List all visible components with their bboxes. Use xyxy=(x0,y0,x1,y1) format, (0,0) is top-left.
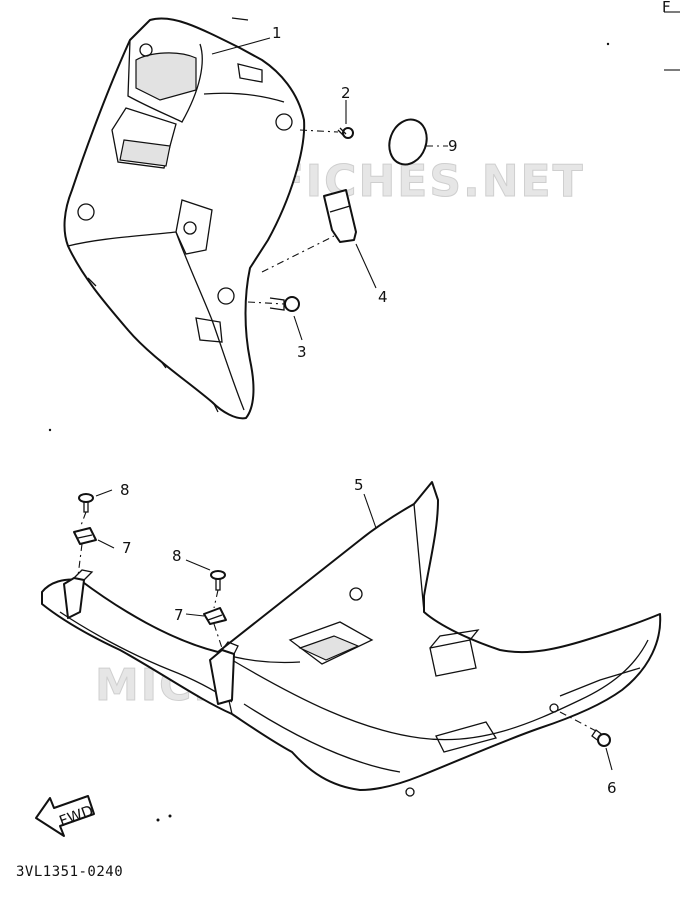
fwd-arrow: FWD xyxy=(35,795,96,837)
part-3-bolt xyxy=(247,296,300,312)
part-8-rivet-lower xyxy=(210,570,226,591)
callout-7-upper: 7 xyxy=(122,539,132,557)
part-6-bolt xyxy=(559,711,611,747)
callout-7-lower: 7 xyxy=(174,606,184,624)
callout-2: 2 xyxy=(341,84,351,102)
drawing-code: 3VL1351-0240 xyxy=(16,864,123,880)
callout-6: 6 xyxy=(607,779,617,797)
callout-3: 3 xyxy=(297,343,307,361)
callout-8-lower: 8 xyxy=(172,547,182,565)
corner-mark: F xyxy=(662,0,680,71)
part-5-floor-cover xyxy=(41,481,662,797)
callout-5: 5 xyxy=(354,476,364,494)
part-1-leg-shield xyxy=(63,17,306,420)
part-4-bracket xyxy=(261,189,357,273)
part-8-rivet-upper xyxy=(78,493,94,513)
leader-lines-top xyxy=(211,37,377,341)
callout-9: 9 xyxy=(448,137,458,155)
callout-4: 4 xyxy=(378,288,388,306)
part-9-emblem xyxy=(388,118,448,166)
stray-marks xyxy=(48,17,610,822)
part-7-clip-upper xyxy=(73,527,97,545)
callout-8-upper: 8 xyxy=(120,481,130,499)
part-7-clip-lower xyxy=(203,607,227,625)
svg-text:F: F xyxy=(662,0,671,16)
part-2-screw xyxy=(299,127,354,139)
leader-lines-bottom xyxy=(77,489,613,771)
callout-1: 1 xyxy=(272,24,282,42)
